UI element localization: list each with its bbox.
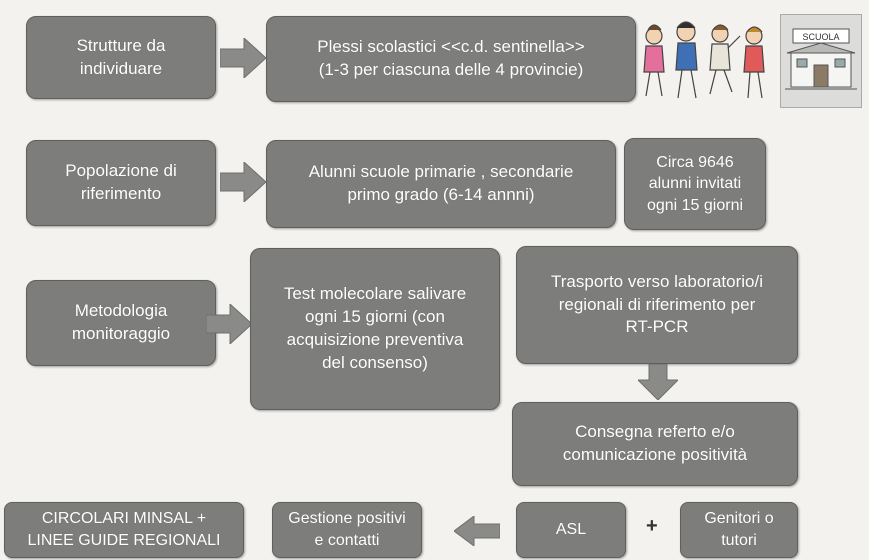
strutture-label-box: Strutture da individuare xyxy=(26,16,216,99)
asl-text: ASL xyxy=(555,521,587,539)
consegna-box: Consegna referto e/o comunicazione posit… xyxy=(512,402,798,486)
arrow-right-icon xyxy=(220,162,266,202)
arrow-left-icon xyxy=(454,516,500,546)
plus-sign: + xyxy=(646,515,658,537)
alunni-box: Alunni scuole primarie , secondarie prim… xyxy=(266,140,616,228)
popolazione-label-text: Popolazione di riferimento xyxy=(65,161,177,203)
trasporto-text: Trasporto verso laboratorio/i regionali … xyxy=(551,271,763,337)
school-illustration: SCUOLA xyxy=(780,14,862,108)
school-sign-text: SCUOLA xyxy=(802,32,839,42)
arrow-right-icon xyxy=(220,38,266,78)
school-icon: SCUOLA xyxy=(785,28,857,90)
genitori-box: Genitori o tutori xyxy=(680,502,798,558)
alunni-text: Alunni scuole primarie , secondarie prim… xyxy=(308,162,574,204)
gestione-box: Gestione positivi e contatti xyxy=(272,502,422,558)
consegna-text: Consegna referto e/o comunicazione posit… xyxy=(562,422,748,464)
genitori-text: Genitori o tutori xyxy=(704,510,774,549)
trasporto-box: Trasporto verso laboratorio/i regionali … xyxy=(516,246,798,364)
strutture-label-text: Strutture da individuare xyxy=(76,35,166,78)
circolari-box: CIRCOLARI MINSAL + LINEE GUIDE REGIONALI xyxy=(4,502,244,558)
circa-box: Circa 9646 alunni invitati ogni 15 giorn… xyxy=(624,138,766,230)
metodologia-label-box: Metodologia monitoraggio xyxy=(26,280,216,366)
test-box: Test molecolare salivare ogni 15 giorni … xyxy=(250,248,500,410)
arrow-right-icon xyxy=(206,304,252,344)
plessi-box: Plessi scolastici <<c.d. sentinella>> (1… xyxy=(266,16,636,102)
circa-text: Circa 9646 alunni invitati ogni 15 giorn… xyxy=(646,153,744,214)
popolazione-label-box: Popolazione di riferimento xyxy=(26,140,216,226)
asl-box: ASL xyxy=(516,502,626,558)
metodologia-label-text: Metodologia monitoraggio xyxy=(71,301,171,343)
test-text: Test molecolare salivare ogni 15 giorni … xyxy=(283,284,467,372)
children-illustration xyxy=(643,21,765,99)
arrow-down-icon xyxy=(638,364,678,400)
plessi-text: Plessi scolastici <<c.d. sentinella>> (1… xyxy=(317,37,585,79)
circolari-text: CIRCOLARI MINSAL + LINEE GUIDE REGIONALI xyxy=(27,510,221,549)
gestione-text: Gestione positivi e contatti xyxy=(288,510,406,549)
